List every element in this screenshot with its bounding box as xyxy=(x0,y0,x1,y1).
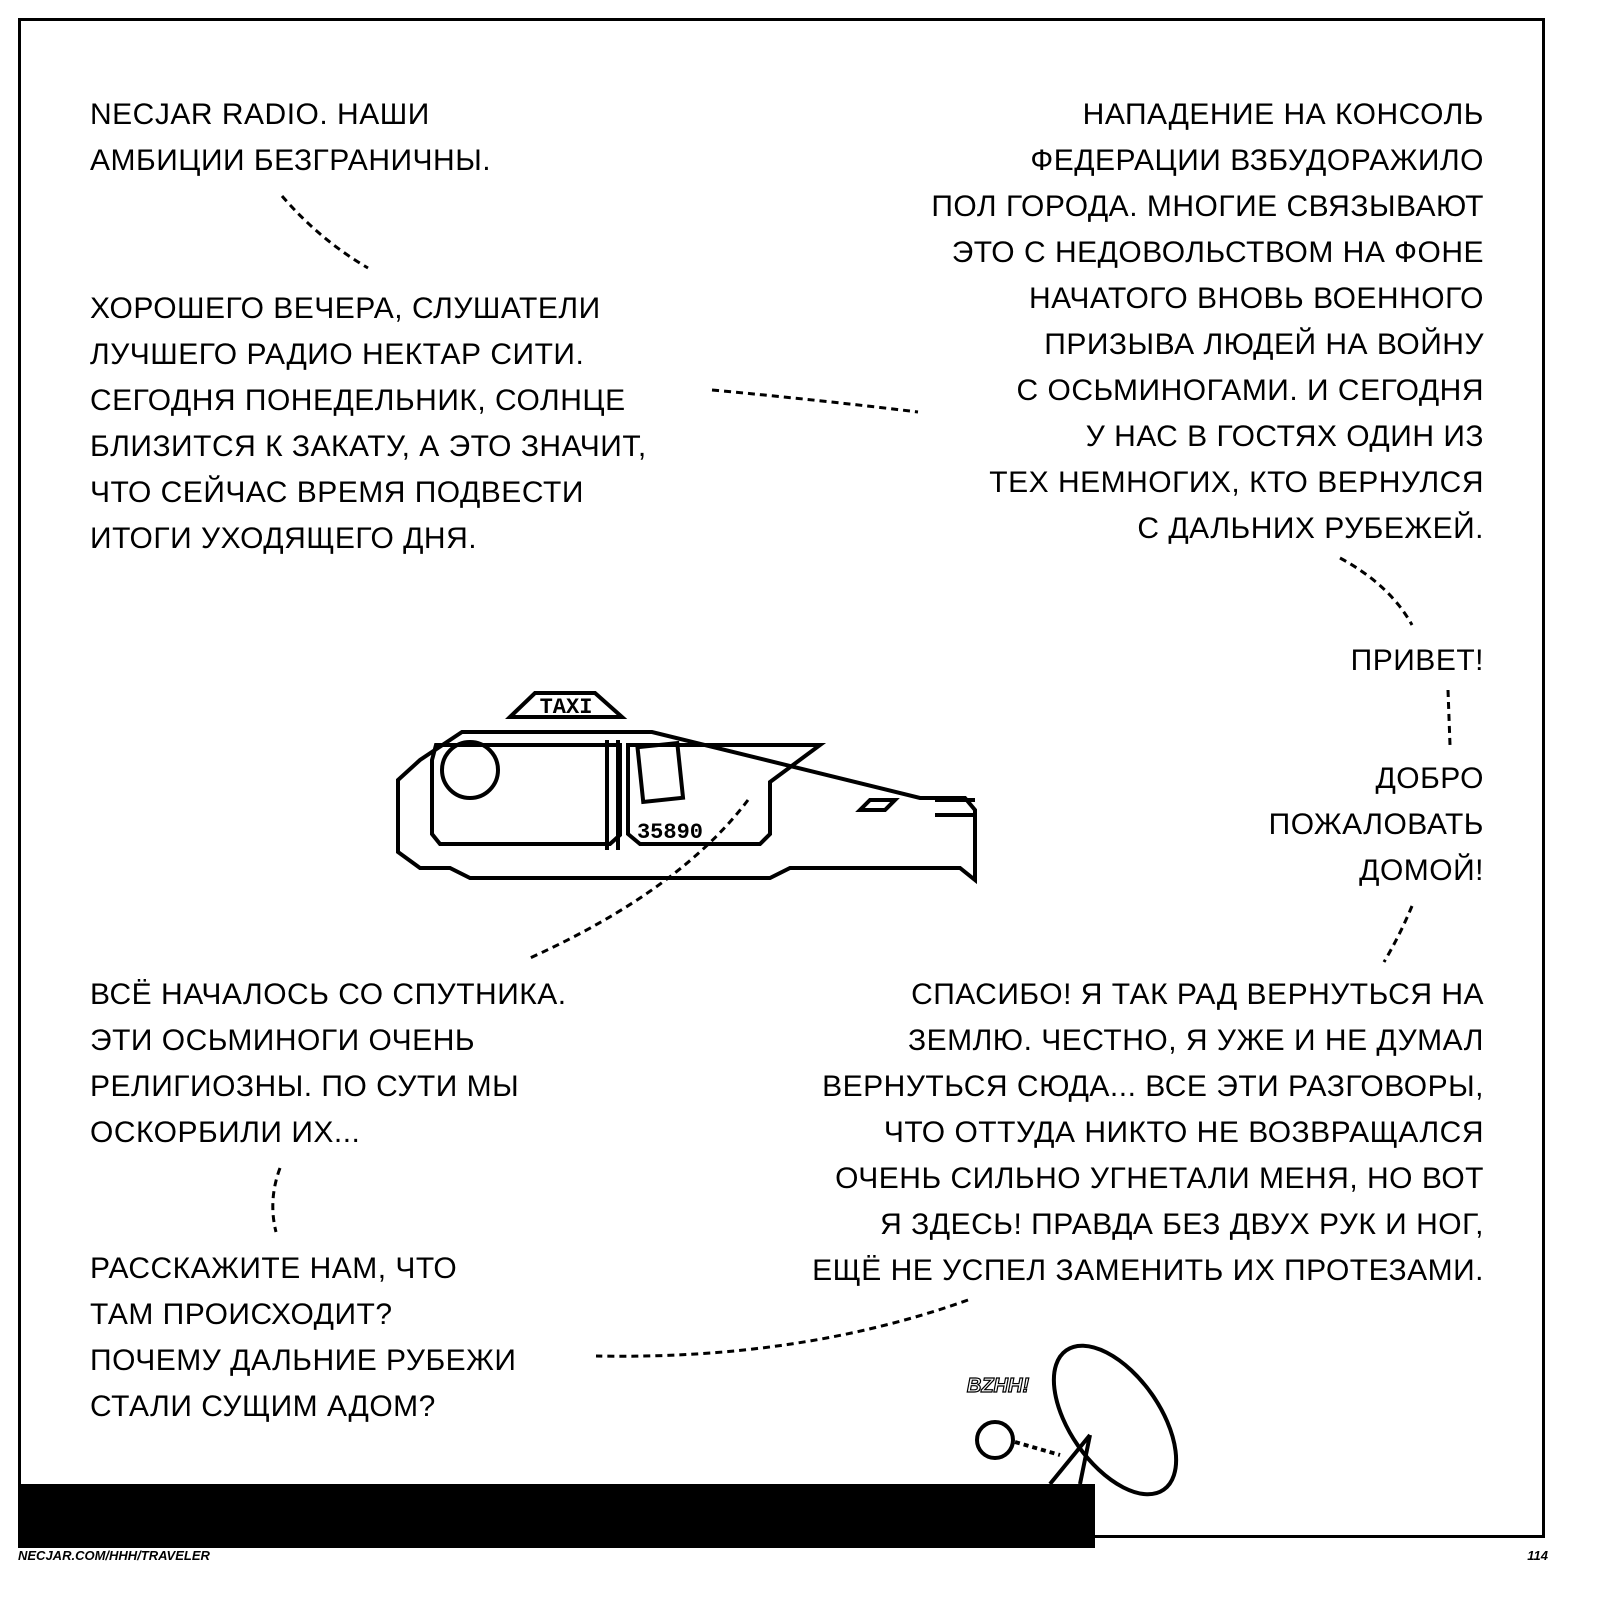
speech-line: С ОСЬМИНОГАМИ. И СЕГОДНЯ xyxy=(1016,374,1484,407)
speech-line: БЛИЗИТСЯ К ЗАКАТУ, А ЭТО ЗНАЧИТ, xyxy=(90,430,647,463)
speech-line: ЭТО С НЕДОВОЛЬСТВОМ НА ФОНЕ xyxy=(951,236,1484,269)
taxi-number: 35890 xyxy=(637,820,703,845)
speech-line: ДОБРО xyxy=(1375,762,1484,795)
speech-greeting: ХОРОШЕГО ВЕЧЕРА, СЛУШАТЕЛИ ЛУЧШЕГО РАДИО … xyxy=(90,286,647,562)
speech-line: ЗЕМЛЮ. ЧЕСТНО, Я УЖЕ И НЕ ДУМАЛ xyxy=(907,1024,1484,1057)
speech-line: ДОМОЙ! xyxy=(1359,854,1484,887)
connector-welcome xyxy=(1382,905,1414,963)
speech-line: СТАЛИ СУЩИМ АДОМ? xyxy=(90,1390,436,1423)
speech-satellite: ВСЁ НАЧАЛОСЬ СО СПУТНИКА. ЭТИ ОСЬМИНОГИ О… xyxy=(90,972,567,1156)
speech-line: НАПАДЕНИЕ НА КОНСОЛЬ xyxy=(1082,98,1484,131)
connector-thanks xyxy=(595,1298,969,1358)
speech-line: РАССКАЖИТЕ НАМ, ЧТО xyxy=(90,1252,458,1285)
speech-intro: NECJAR RADIO. НАШИ АМБИЦИИ БЕЗГРАНИЧНЫ. xyxy=(90,92,491,184)
speech-line: ТЕХ НЕМНОГИХ, КТО ВЕРНУЛСЯ xyxy=(989,466,1484,499)
speech-thanks: СПАСИБО! Я ТАК РАД ВЕРНУТЬСЯ НА ЗЕМЛЮ. ЧЕ… xyxy=(812,972,1484,1294)
ground-bar xyxy=(18,1484,1095,1548)
speech-line: ЕЩЁ НЕ УСПЕЛ ЗАМЕНИТЬ ИХ ПРОТЕЗАМИ. xyxy=(812,1254,1484,1287)
speech-line: Я ЗДЕСЬ! ПРАВДА БЕЗ ДВУХ РУК И НОГ, xyxy=(880,1208,1484,1241)
speech-line: НАЧАТОГО ВНОВЬ ВОЕННОГО xyxy=(1029,282,1484,315)
speech-welcome: ДОБРО ПОЖАЛОВАТЬ ДОМОЙ! xyxy=(1269,756,1484,894)
speech-line: ОСКОРБИЛИ ИХ... xyxy=(90,1116,361,1149)
page-number: 114 xyxy=(1527,1548,1548,1563)
speech-line: ПРИЗЫВА ЛЮДЕЙ НА ВОЙНУ xyxy=(1044,328,1484,361)
speech-hello: ПРИВЕТ! xyxy=(1351,638,1484,684)
connector-intro xyxy=(280,195,369,270)
speech-line: ФЕДЕРАЦИИ ВЗБУДОРАЖИЛО xyxy=(1030,144,1484,177)
connector-news xyxy=(1339,556,1414,626)
speech-line: ТАМ ПРОИСХОДИТ? xyxy=(90,1298,393,1331)
satellite-dish xyxy=(975,1343,1179,1497)
speech-line: ВСЁ НАЧАЛОСЬ СО СПУТНИКА. xyxy=(90,978,567,1011)
connector-hello xyxy=(1446,689,1452,746)
speech-line: NECJAR RADIO. НАШИ xyxy=(90,98,430,131)
connector-greeting xyxy=(711,388,919,414)
connector-satellite xyxy=(529,799,750,960)
connector-question-a xyxy=(271,1167,282,1233)
speech-line: ПРИВЕТ! xyxy=(1350,644,1484,677)
speech-line: У НАС В ГОСТЯХ ОДИН ИЗ xyxy=(1085,420,1484,453)
speech-line: ЛУЧШЕГО РАДИО НЕКТАР СИТИ. xyxy=(90,338,585,371)
taxi-sign: TAXI xyxy=(540,695,593,720)
speech-line: СЕГОДНЯ ПОНЕДЕЛЬНИК, СОЛНЦЕ xyxy=(90,384,626,417)
speech-line: С ДАЛЬНИХ РУБЕЖЕЙ. xyxy=(1137,512,1484,545)
footer-url: NECJAR.COM/HHH/TRAVELER xyxy=(18,1548,210,1563)
speech-line: ЧТО ОТТУДА НИКТО НЕ ВОЗВРАЩАЛСЯ xyxy=(883,1116,1484,1149)
speech-line: РЕЛИГИОЗНЫ. ПО СУТИ МЫ xyxy=(90,1070,520,1103)
speech-line: ХОРОШЕГО ВЕЧЕРА, СЛУШАТЕЛИ xyxy=(90,292,601,325)
speech-line: ПОЛ ГОРОДА. МНОГИЕ СВЯЗЫВАЮТ xyxy=(931,190,1484,223)
speech-line: ВЕРНУТЬСЯ СЮДА... ВСЕ ЭТИ РАЗГОВОРЫ, xyxy=(822,1070,1484,1103)
speech-question: РАССКАЖИТЕ НАМ, ЧТО ТАМ ПРОИСХОДИТ? ПОЧЕМУ… xyxy=(90,1246,516,1430)
speech-line: ЧТО СЕЙЧАС ВРЕМЯ ПОДВЕСТИ xyxy=(90,476,584,509)
speech-line: ПОЖАЛОВАТЬ xyxy=(1268,808,1484,841)
speech-line: ЭТИ ОСЬМИНОГИ ОЧЕНЬ xyxy=(90,1024,476,1057)
speech-line: ИТОГИ УХОДЯЩЕГО ДНЯ. xyxy=(90,522,478,555)
speech-line: АМБИЦИИ БЕЗГРАНИЧНЫ. xyxy=(90,144,492,177)
dashed-connectors xyxy=(271,195,1452,1358)
speech-news: НАПАДЕНИЕ НА КОНСОЛЬ ФЕДЕРАЦИИ ВЗБУДОРАЖИ… xyxy=(931,92,1484,552)
speech-line: СПАСИБО! Я ТАК РАД ВЕРНУТЬСЯ НА xyxy=(911,978,1484,1011)
speech-line: ПОЧЕМУ ДАЛЬНИЕ РУБЕЖИ xyxy=(90,1344,517,1377)
sound-effect: BZHH! xyxy=(967,1375,1030,1397)
taxi-illustration xyxy=(396,691,977,885)
speech-line: ОЧЕНЬ СИЛЬНО УГНЕТАЛИ МЕНЯ, НО ВОТ xyxy=(835,1162,1484,1195)
